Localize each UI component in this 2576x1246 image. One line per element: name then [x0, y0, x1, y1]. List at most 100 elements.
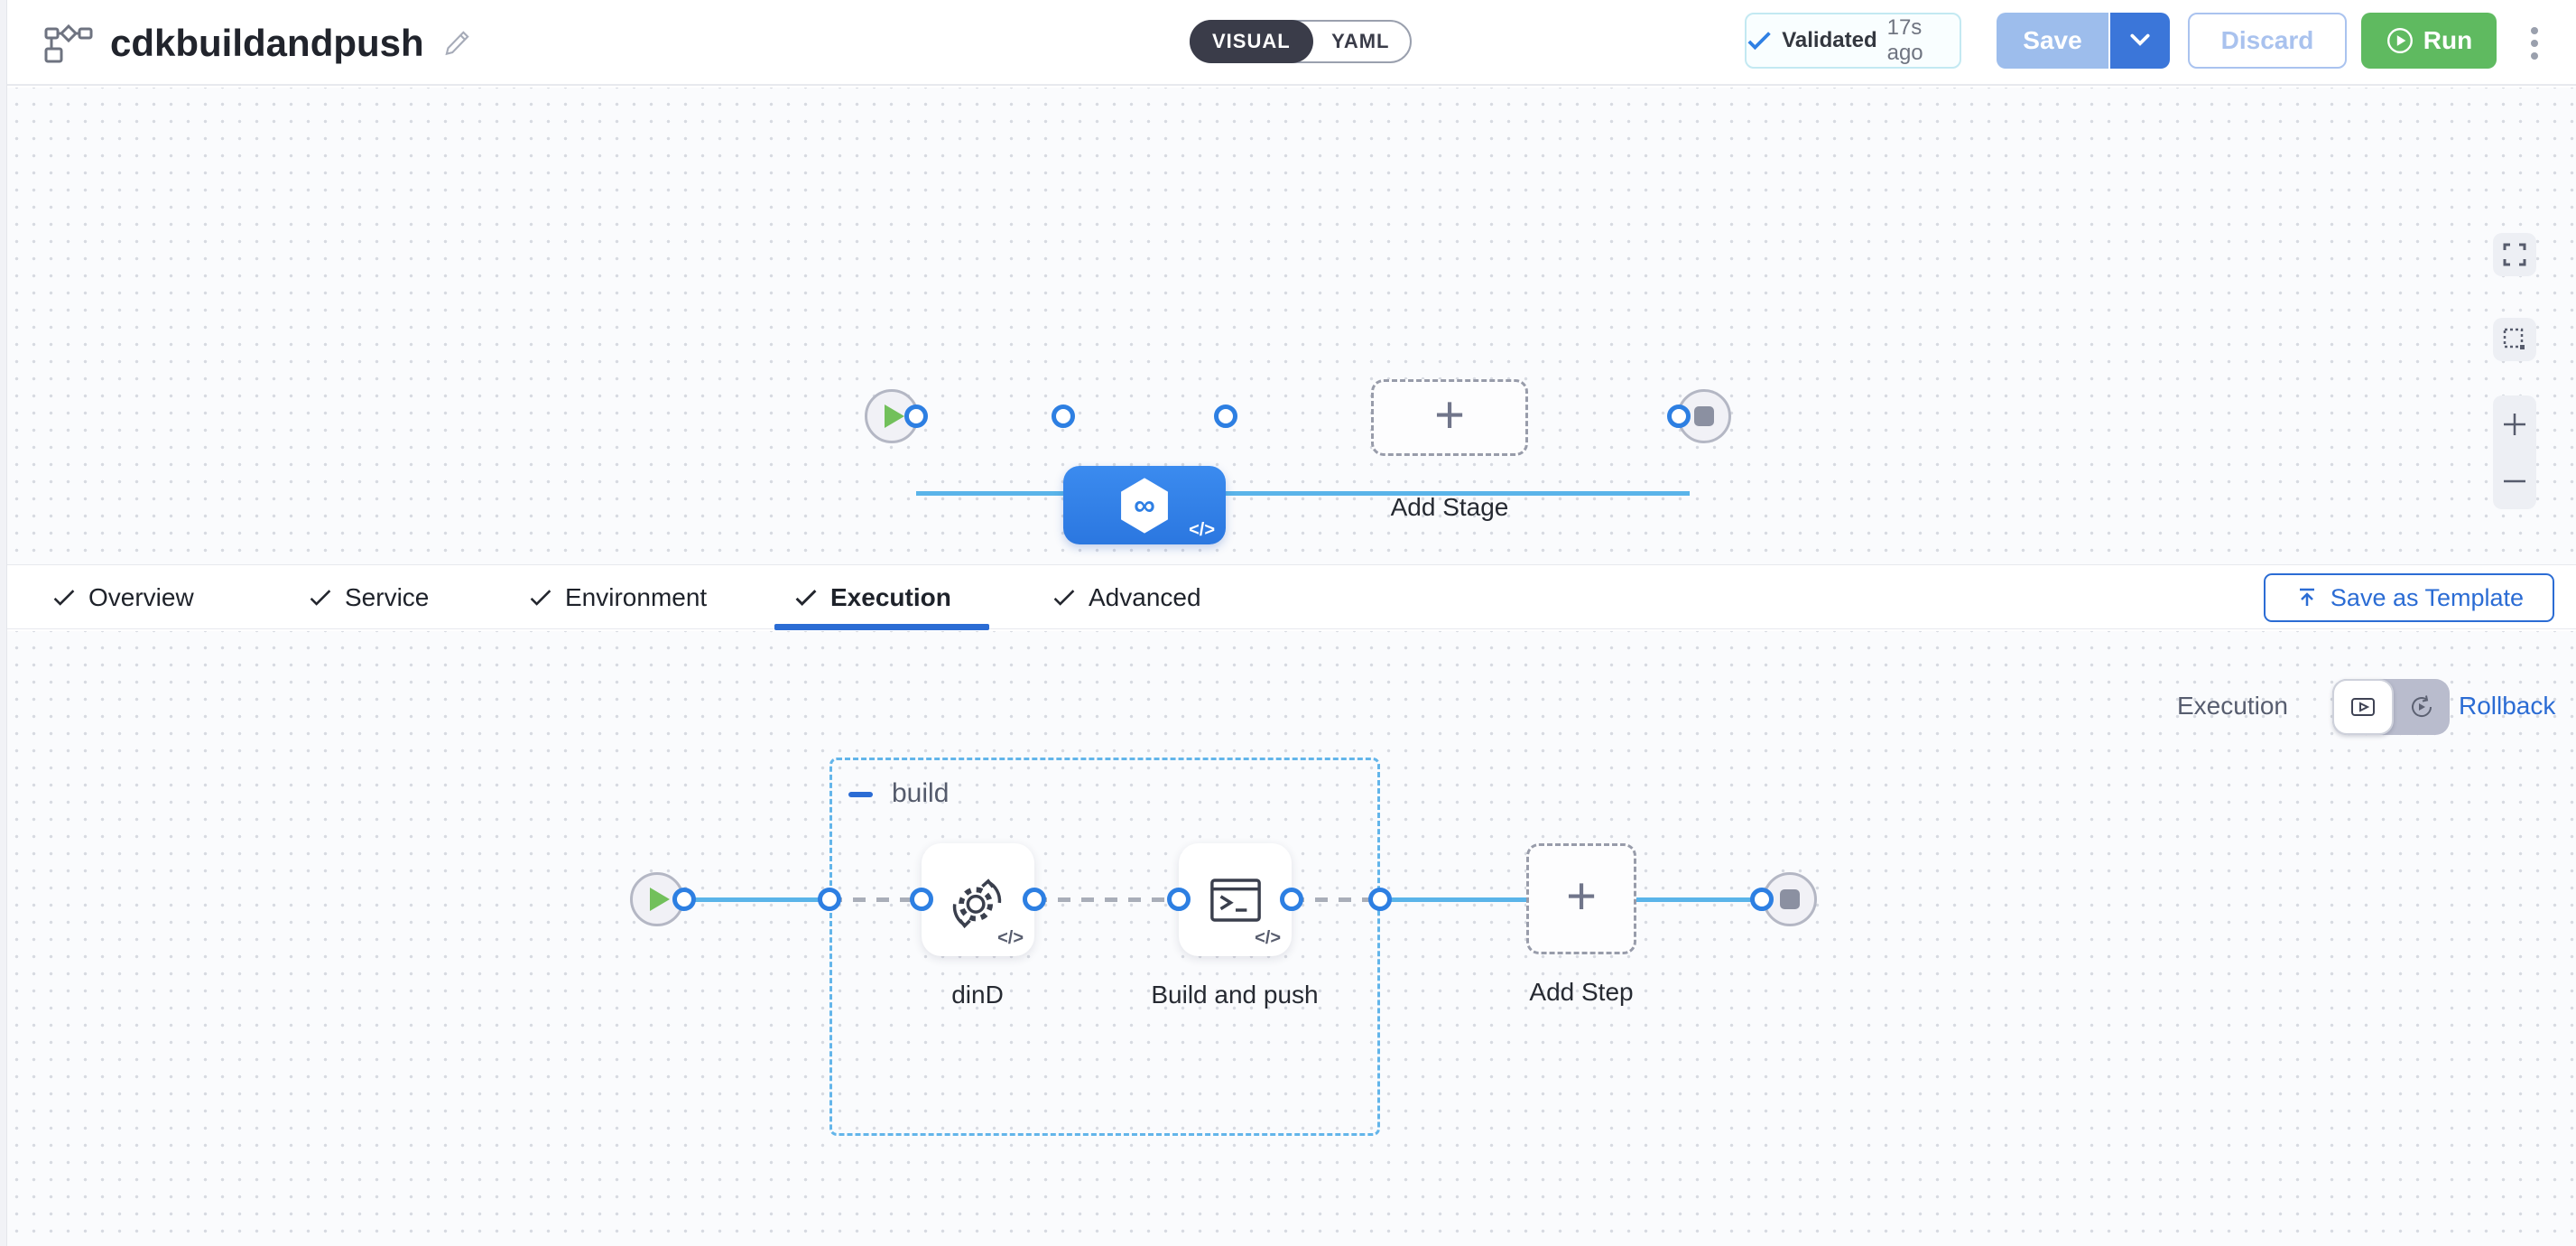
rollback-view-button[interactable] [2394, 679, 2450, 735]
port[interactable] [1052, 404, 1075, 428]
port[interactable] [818, 888, 841, 911]
save-as-template-button[interactable]: Save as Template [2264, 573, 2554, 622]
port[interactable] [672, 888, 696, 911]
edit-pencil-icon[interactable] [440, 27, 473, 60]
add-stage-button[interactable]: + [1371, 379, 1528, 456]
execution-canvas[interactable]: build </> [0, 631, 2576, 1246]
rollback-view-icon [2412, 695, 2432, 718]
step-name-label: dinD [951, 981, 1004, 1009]
validated-label: Validated [1782, 28, 1877, 52]
plus-icon: + [1434, 385, 1465, 444]
tab-label: Environment [565, 583, 708, 611]
port[interactable] [910, 888, 933, 911]
zoom-out-button[interactable] [2500, 467, 2529, 496]
validated-check-icon [1747, 32, 1771, 51]
tab-label: Overview [88, 583, 194, 611]
run-step-icon [1209, 878, 1261, 922]
check-icon [795, 590, 817, 607]
tab-environment[interactable]: Environment [529, 565, 707, 630]
zoom-in-button[interactable] [2500, 410, 2529, 439]
code-view-badge: </> [1189, 520, 1215, 540]
upload-icon [2299, 588, 2314, 606]
add-step-label: Add Step [1529, 978, 1634, 1006]
save-options-caret[interactable] [2110, 13, 2170, 69]
start-play-icon [650, 888, 670, 911]
code-view-badge: </> [1255, 928, 1281, 948]
execution-view-icon [2351, 698, 2375, 716]
stage-flow-line [916, 491, 1690, 496]
code-view-badge: </> [997, 928, 1024, 948]
pipeline-title: cdkbuildandpush [110, 22, 424, 64]
check-icon [53, 590, 75, 606]
yaml-mode-button[interactable]: YAML [1331, 30, 1390, 52]
run-button[interactable]: Run [2361, 13, 2497, 69]
check-icon [530, 590, 551, 606]
ci-hexagon-icon: ∞ [1121, 477, 1168, 534]
group-name-label: build [892, 778, 950, 808]
port[interactable] [1023, 888, 1046, 911]
active-tab-underline [774, 624, 989, 630]
tab-execution[interactable]: Execution [794, 565, 951, 630]
zoom-out-icon [2504, 479, 2525, 482]
check-icon [310, 590, 331, 606]
zoom-controls [2493, 395, 2536, 509]
step-dind[interactable]: </> [922, 843, 1034, 956]
port[interactable] [1167, 888, 1191, 911]
tab-label: Service [345, 583, 430, 611]
save-as-template-label: Save as Template [2330, 583, 2525, 611]
step-group-build [829, 758, 1380, 1136]
marquee-icon [2503, 328, 2525, 349]
stop-square-icon [1780, 889, 1800, 909]
port[interactable] [1280, 888, 1303, 911]
tab-advanced[interactable]: Advanced [1052, 565, 1201, 630]
execution-rollback-toggle [2332, 679, 2450, 735]
svg-text:∞: ∞ [1134, 488, 1155, 521]
exec-dash-line [1034, 897, 1179, 902]
tab-label: Advanced [1089, 583, 1201, 611]
add-stage-label: Add Stage [1390, 493, 1509, 521]
background-service-icon [952, 878, 1001, 928]
marquee-select-button[interactable] [2493, 318, 2536, 361]
collapse-group-button[interactable] [848, 792, 873, 797]
zoom-in-icon [2504, 413, 2525, 435]
step-build-and-push[interactable]: </> [1179, 843, 1292, 956]
exec-dash-line [1292, 897, 1380, 902]
left-edge-strip [0, 0, 7, 1246]
run-label: Run [2423, 26, 2473, 54]
exec-dash-line [829, 897, 922, 902]
validated-badge[interactable]: Validated 17s ago [1745, 13, 1961, 69]
execution-view-label: Execution [2177, 692, 2288, 720]
visual-mode-button[interactable]: VISUAL [1190, 20, 1313, 63]
exec-flow-line [683, 897, 829, 902]
stage-node-ckd[interactable]: ∞ </> [1063, 466, 1226, 544]
more-options-kebab[interactable] [2524, 23, 2545, 64]
stage-end-node [1677, 389, 1731, 443]
validated-time: 17s ago [1886, 15, 1923, 65]
port[interactable] [1667, 404, 1691, 428]
tab-service[interactable]: Service [309, 565, 429, 630]
tab-overview[interactable]: Overview [52, 565, 194, 630]
execution-view-button[interactable] [2332, 679, 2394, 735]
check-icon [1053, 590, 1075, 606]
port[interactable] [1750, 888, 1774, 911]
step-name-label: Build and push [1151, 981, 1319, 1009]
fullscreen-button[interactable] [2493, 233, 2536, 276]
visual-yaml-toggle: VISUAL YAML [1190, 20, 1412, 63]
pipeline-icon [44, 23, 93, 63]
run-play-icon [2386, 28, 2413, 53]
add-step-button[interactable]: + [1526, 843, 1636, 954]
save-button[interactable]: Save [1997, 13, 2110, 69]
port[interactable] [1214, 404, 1237, 428]
plus-icon: + [1566, 866, 1597, 925]
start-play-icon [885, 404, 904, 428]
stop-square-icon [1694, 406, 1714, 426]
chevron-down-icon [2130, 33, 2150, 46]
stage-config-tabbar: Overview Service Environment Execution A… [0, 564, 2576, 630]
exec-start-node [630, 872, 684, 926]
stage-canvas[interactable]: ∞ </> + ckd Add Stage [0, 88, 2576, 564]
port[interactable] [904, 404, 928, 428]
discard-button[interactable]: Discard [2188, 13, 2347, 69]
port[interactable] [1368, 888, 1392, 911]
rollback-link[interactable]: Rollback [2459, 692, 2556, 720]
